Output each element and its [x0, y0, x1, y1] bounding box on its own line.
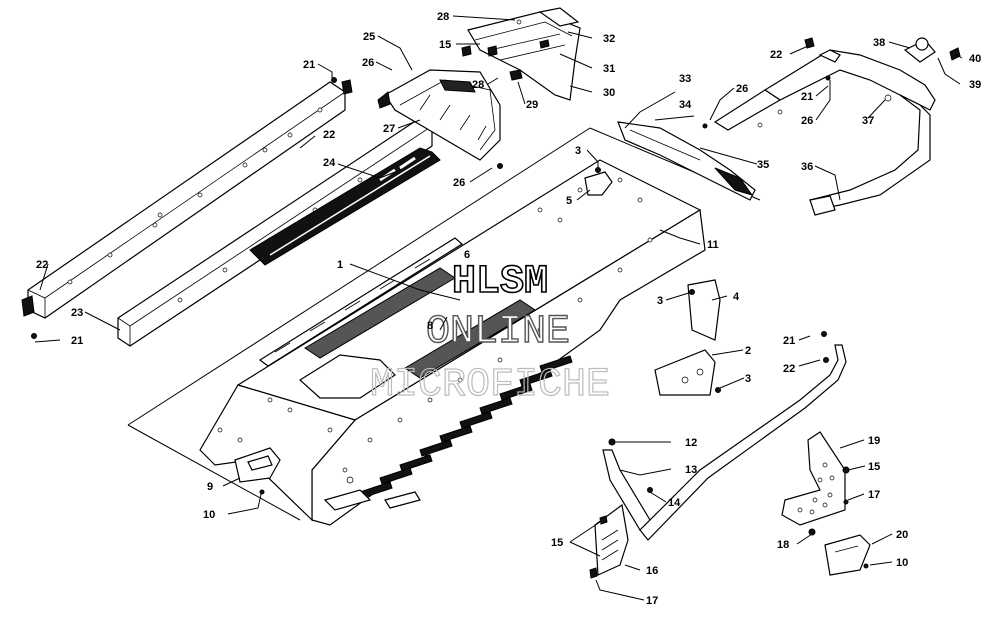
callout-25: 25 — [363, 31, 375, 43]
rear-cover — [377, 69, 501, 161]
callout-22: 22 — [783, 363, 795, 375]
callout-2: 2 — [745, 345, 751, 357]
callout-19: 19 — [868, 435, 880, 447]
callout-26: 26 — [362, 57, 374, 69]
decal — [249, 147, 441, 266]
callout-23: 23 — [71, 307, 83, 319]
callout-38: 38 — [873, 37, 885, 49]
callout-13: 13 — [685, 464, 697, 476]
callout-26: 26 — [736, 83, 748, 95]
step-plate — [781, 431, 846, 526]
svg-text:ONLINE: ONLINE — [426, 310, 570, 355]
watermark: HLSM ONLINE MICROFICHE — [369, 259, 610, 408]
rear-bumper-bracket — [461, 7, 581, 101]
rear-bumper — [713, 49, 936, 216]
callout-40: 40 — [969, 53, 981, 65]
callout-26: 26 — [453, 177, 465, 189]
callout-14: 14 — [668, 497, 681, 509]
callout-17: 17 — [868, 489, 880, 501]
callout-32: 32 — [603, 33, 615, 45]
tunnel-assembly — [199, 159, 706, 526]
callout-18: 18 — [777, 539, 789, 551]
callout-31: 31 — [603, 63, 615, 75]
callout-36: 36 — [801, 161, 813, 173]
callout-4: 4 — [733, 291, 740, 303]
callout-17: 17 — [646, 595, 658, 607]
callout-33: 33 — [679, 73, 691, 85]
callout-29: 29 — [526, 99, 538, 111]
callout-3: 3 — [745, 373, 751, 385]
rail-holes — [67, 107, 323, 285]
side-brackets — [654, 279, 721, 396]
callout-3: 3 — [657, 295, 663, 307]
traction-strip — [304, 267, 536, 379]
snow-flap — [617, 121, 756, 201]
callout-16: 16 — [646, 565, 658, 577]
callout-30: 30 — [603, 87, 615, 99]
fasteners — [31, 75, 869, 569]
callout-21: 21 — [71, 335, 83, 347]
step-plate-holes — [797, 462, 835, 515]
callout-9: 9 — [207, 481, 213, 493]
callout-37: 37 — [862, 115, 874, 127]
callout-35: 35 — [757, 159, 769, 171]
callout-15: 15 — [439, 39, 451, 51]
callout-5: 5 — [566, 195, 572, 207]
callout-28: 28 — [472, 79, 484, 91]
leader-lines — [34, 15, 963, 601]
hitch — [804, 37, 961, 63]
callout-15: 15 — [551, 537, 563, 549]
callout-22: 22 — [36, 259, 48, 271]
callout-26: 26 — [801, 115, 813, 127]
side-guard — [589, 503, 629, 579]
callout-3: 3 — [575, 145, 581, 157]
svg-text:HLSM: HLSM — [452, 260, 548, 305]
tunnel-holes — [217, 177, 653, 504]
brace — [602, 344, 847, 541]
callout-21: 21 — [783, 335, 795, 347]
callout-12: 12 — [685, 437, 697, 449]
callout-21: 21 — [801, 91, 813, 103]
callout-22: 22 — [770, 49, 782, 61]
callouts: 21 25 26 22 24 27 26 28 15 28 29 30 31 3… — [36, 11, 981, 607]
callout-39: 39 — [969, 79, 981, 91]
callout-6: 6 — [464, 249, 470, 261]
callout-20: 20 — [896, 529, 908, 541]
left-rail — [21, 79, 353, 319]
callout-28: 28 — [437, 11, 449, 23]
callout-34: 34 — [679, 99, 692, 111]
callout-15: 15 — [868, 461, 880, 473]
tunnel-cooling-slots — [359, 355, 573, 499]
callout-27: 27 — [383, 123, 395, 135]
callout-22: 22 — [323, 129, 335, 141]
callout-24: 24 — [323, 157, 336, 169]
callout-10: 10 — [896, 557, 908, 569]
callout-21: 21 — [303, 59, 315, 71]
svg-text:MICROFICHE: MICROFICHE — [370, 363, 610, 408]
callout-1: 1 — [337, 259, 343, 271]
callout-8: 8 — [427, 320, 433, 332]
callout-11: 11 — [707, 239, 719, 251]
footrest-right — [824, 534, 871, 576]
callout-10: 10 — [203, 509, 215, 521]
